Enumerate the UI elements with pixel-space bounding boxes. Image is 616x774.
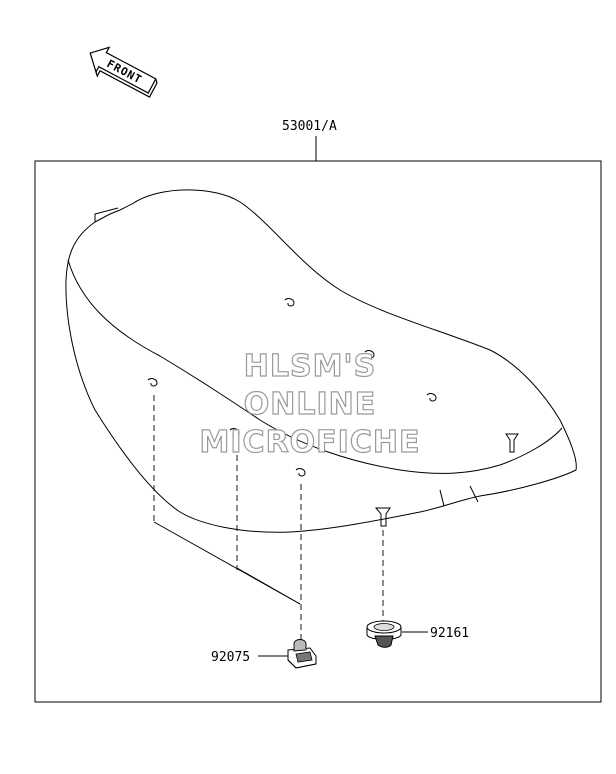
projection-lines (153, 395, 384, 640)
reference-lines (153, 521, 301, 605)
clip-part-number: 92075 (211, 650, 250, 665)
front-arrow-icon: FRONT (89, 46, 158, 98)
watermark-line-1: HLSM'S (244, 349, 376, 384)
clip-mount-points (147, 298, 437, 477)
watermark-line-2: ONLINE (244, 387, 377, 422)
clip-part (287, 639, 317, 669)
rubber-damper-part (366, 620, 402, 648)
rubber-damper-part-number: 92161 (430, 626, 469, 641)
assembly-frame (34, 160, 602, 703)
watermark: HLSM'S ONLINE MICROFICHE (199, 348, 421, 460)
assembly-part-number: 53001/A (282, 119, 337, 134)
seat-outline (65, 189, 577, 533)
watermark-line-3: MICROFICHE (200, 425, 421, 460)
damper-mount-points (374, 433, 519, 527)
